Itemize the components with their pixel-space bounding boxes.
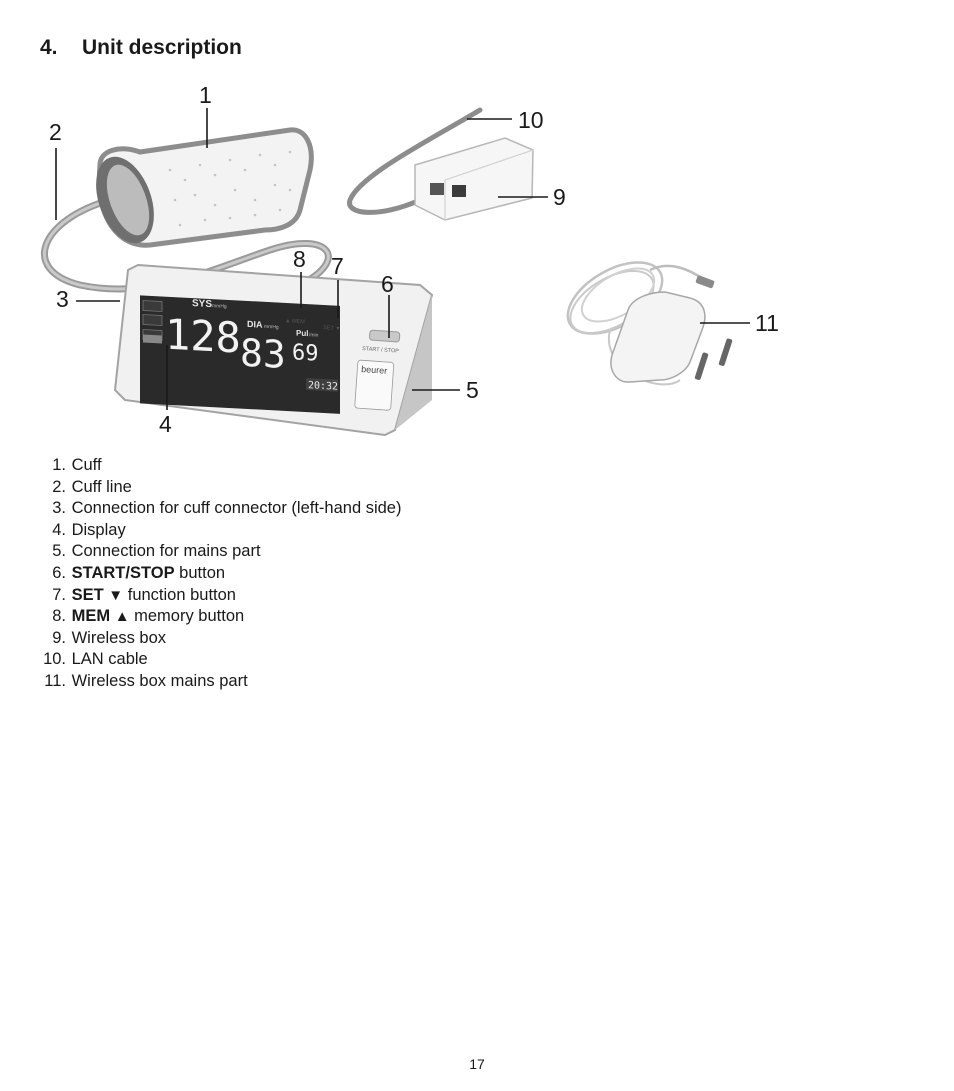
blood-pressure-monitor: SYS mmHg 128 DIA mmHg 83 Pul /min 69 20:… [113,263,434,437]
lan-cable [347,107,483,215]
cuff [96,127,314,248]
dia-unit: mmHg [264,324,279,331]
pul-label: Pul [296,329,308,339]
callout-6: 6 [381,271,394,297]
list-item: 7. SET ▼ function button [52,585,236,604]
callout-5: 5 [466,377,479,403]
set-label: SET ▼ [323,325,341,332]
section-number: 4. [40,36,58,59]
list-item: 1. Cuff [52,456,102,474]
callout-10: 10 [518,107,544,133]
sys-unit: mmHg [212,303,227,310]
pul-unit: /min [309,332,319,339]
callout-8: 8 [293,246,306,272]
start-stop-label: START / STOP [362,346,400,355]
list-item: 11. Wireless box mains part [44,671,248,690]
sys-value: 128 [165,310,241,363]
unit-illustration: SYS mmHg 128 DIA mmHg 83 Pul /min 69 20:… [41,82,779,437]
pulse-value: 69 [292,340,318,366]
wireless-box-mains-part [566,261,733,386]
clock-value: 20:32 [308,380,338,393]
sys-label: SYS [192,298,212,310]
list-item: 5. Connection for mains part [52,542,261,561]
list-item: 2. Cuff line [52,477,132,496]
list-item: 3. Connection for cuff connector (left-h… [52,499,402,518]
list-item: 4. Display [52,520,126,539]
dia-value: 83 [240,331,286,377]
list-item: 9. Wireless box [52,628,167,647]
section-title: Unit description [82,36,242,59]
start-stop-button[interactable] [369,329,401,343]
callout-7: 7 [331,253,344,279]
wireless-box [414,137,534,221]
callout-11: 11 [755,310,779,336]
list-item: 6. START/STOP button [52,563,226,582]
page-number: 17 [469,1056,485,1072]
callout-1: 1 [199,82,212,108]
callout-9: 9 [553,184,566,210]
parts-list: 1. Cuff 2. Cuff line 3. Connection for c… [38,455,401,693]
section-heading: 4. Unit description [40,36,242,60]
callout-2: 2 [49,119,62,145]
dia-label: DIA [247,319,263,330]
mem-label: ▲ MEM [285,318,306,325]
list-item: 8. MEM ▲ memory button [52,607,245,626]
down-triangle-icon: ▼ [108,586,124,604]
callout-3: 3 [56,286,69,312]
brand-logo: beurer [361,364,388,376]
lcd-display [140,295,340,414]
leader-lines [55,108,750,410]
up-triangle-icon: ▲ [114,608,130,626]
list-item: 10. LAN cable [43,650,148,669]
callout-4: 4 [159,411,172,437]
